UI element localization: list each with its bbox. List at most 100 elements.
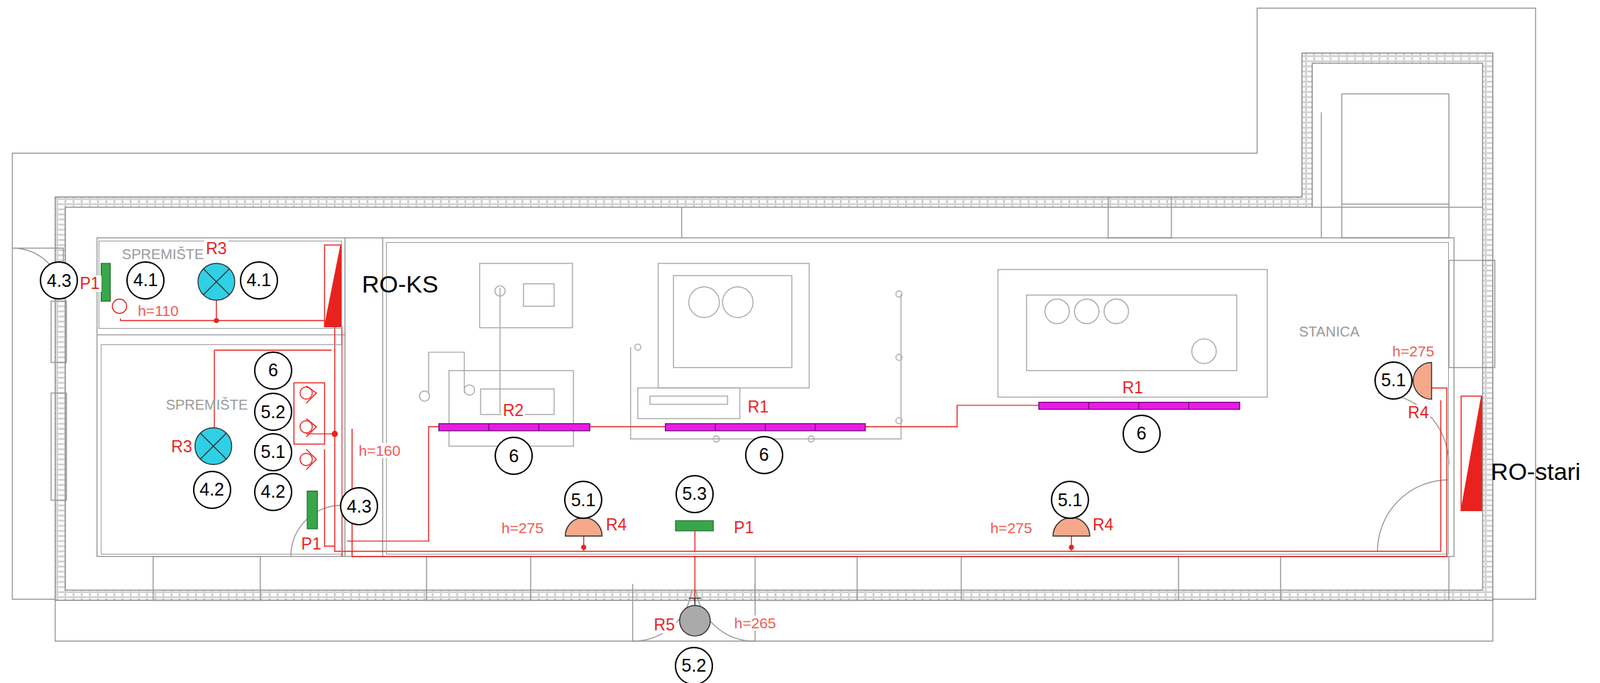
furniture xyxy=(658,263,810,388)
terrace-outline xyxy=(55,598,1493,641)
linear-luminaire xyxy=(438,423,590,431)
distribution-board xyxy=(1460,395,1482,511)
callout-number: 4.1 xyxy=(246,271,272,289)
wiring xyxy=(214,349,332,428)
column xyxy=(1108,197,1172,239)
room-box: SPREMIŠTE65.25.14.24.2 xyxy=(100,344,342,555)
callout-number: 6 xyxy=(268,361,279,379)
board-label: RO-stari xyxy=(1489,459,1583,484)
callout-circle: 5.3 xyxy=(675,474,714,513)
outdoor-light-symbol xyxy=(679,605,711,636)
callout-circle: 4.2 xyxy=(254,472,293,511)
callout-number: 4.2 xyxy=(199,480,225,499)
switch-symbol xyxy=(100,263,110,301)
window xyxy=(51,300,67,362)
furniture xyxy=(419,390,430,401)
board-label: RO-KS xyxy=(360,271,440,296)
callout-circle: 4.3 xyxy=(339,486,379,526)
furniture xyxy=(713,435,720,443)
callout-number: 4.1 xyxy=(133,271,159,289)
distribution-board xyxy=(324,244,1482,511)
wiring xyxy=(300,386,313,399)
furniture xyxy=(673,275,792,367)
window xyxy=(961,556,1179,601)
callout-number: 5.1 xyxy=(1381,371,1407,389)
ceiling-light-symbol xyxy=(195,263,235,465)
symbol-label: h=110 xyxy=(136,302,180,318)
symbol-label: h=275 xyxy=(1390,343,1436,359)
callout-number: 5.2 xyxy=(681,656,707,675)
wiring xyxy=(351,387,1447,556)
callout-number: 6 xyxy=(759,445,770,464)
furniture xyxy=(1026,295,1237,371)
partition xyxy=(681,207,682,238)
furniture xyxy=(449,370,574,446)
wall-light-symbol xyxy=(565,517,603,536)
callout-circle: 5.2 xyxy=(674,646,714,683)
shaft xyxy=(1341,93,1449,238)
wiring xyxy=(300,420,313,433)
wiring xyxy=(293,382,325,444)
outdoor-light-symbol xyxy=(688,598,702,606)
junction-dots xyxy=(331,430,338,438)
furniture xyxy=(479,263,573,328)
furniture xyxy=(464,384,474,395)
room-zone xyxy=(97,237,1454,557)
linear-luminaire xyxy=(488,402,1189,431)
door xyxy=(1377,479,1449,552)
wiring xyxy=(215,300,217,321)
outdoor-light-symbol xyxy=(679,598,711,636)
wall-light-symbol xyxy=(565,361,1432,535)
furniture xyxy=(649,395,728,405)
furniture xyxy=(1192,338,1217,364)
interior-lines xyxy=(12,93,1495,641)
symbol-label: R1 xyxy=(1121,379,1145,396)
wiring xyxy=(694,530,696,603)
window xyxy=(51,393,67,501)
furniture xyxy=(495,285,506,296)
callout-circle: 5.1 xyxy=(1374,361,1413,400)
window xyxy=(754,556,858,601)
callout-circle: 6 xyxy=(494,436,533,475)
wiring xyxy=(324,449,335,547)
building-outline xyxy=(12,8,1536,642)
symbol-label: R4 xyxy=(1091,516,1115,533)
linear-luminaire xyxy=(438,402,1240,431)
callout-circle: 5.1 xyxy=(1050,480,1090,519)
window xyxy=(1280,556,1449,601)
callout-circle: 6 xyxy=(745,435,784,474)
linear-luminaire xyxy=(1038,402,1240,410)
callout-circle: 5.1 xyxy=(564,480,603,519)
furniture xyxy=(896,290,903,298)
symbol-label: R4 xyxy=(604,516,628,533)
furniture xyxy=(630,293,902,439)
wiring xyxy=(865,405,1039,427)
symbol-label: h=275 xyxy=(500,520,545,535)
symbol-label: h=265 xyxy=(732,615,778,631)
furniture xyxy=(722,286,753,318)
wiring xyxy=(334,326,1442,551)
callout-number: 4.2 xyxy=(261,482,286,501)
callout-number: 4.3 xyxy=(346,497,372,516)
callout-circle: 4.3 xyxy=(39,261,79,300)
furniture xyxy=(1045,298,1070,324)
window xyxy=(153,556,261,601)
furniture xyxy=(1074,298,1100,324)
distribution-board xyxy=(1460,395,1482,511)
partition xyxy=(1321,112,1322,238)
symbol-label: R5 xyxy=(652,616,677,633)
furniture xyxy=(637,387,741,418)
callout-number: 5.1 xyxy=(571,490,597,509)
window xyxy=(1448,260,1495,368)
wiring xyxy=(120,300,1447,603)
ceiling-light-symbol xyxy=(197,263,235,301)
callout-circle: 4.2 xyxy=(192,470,232,509)
switch-symbol xyxy=(112,298,127,313)
wiring xyxy=(120,318,327,321)
symbol-label: R4 xyxy=(1406,404,1430,421)
symbol-label: R1 xyxy=(746,398,770,416)
furniture xyxy=(896,354,903,361)
furniture xyxy=(1104,298,1129,324)
wiring xyxy=(300,452,313,465)
